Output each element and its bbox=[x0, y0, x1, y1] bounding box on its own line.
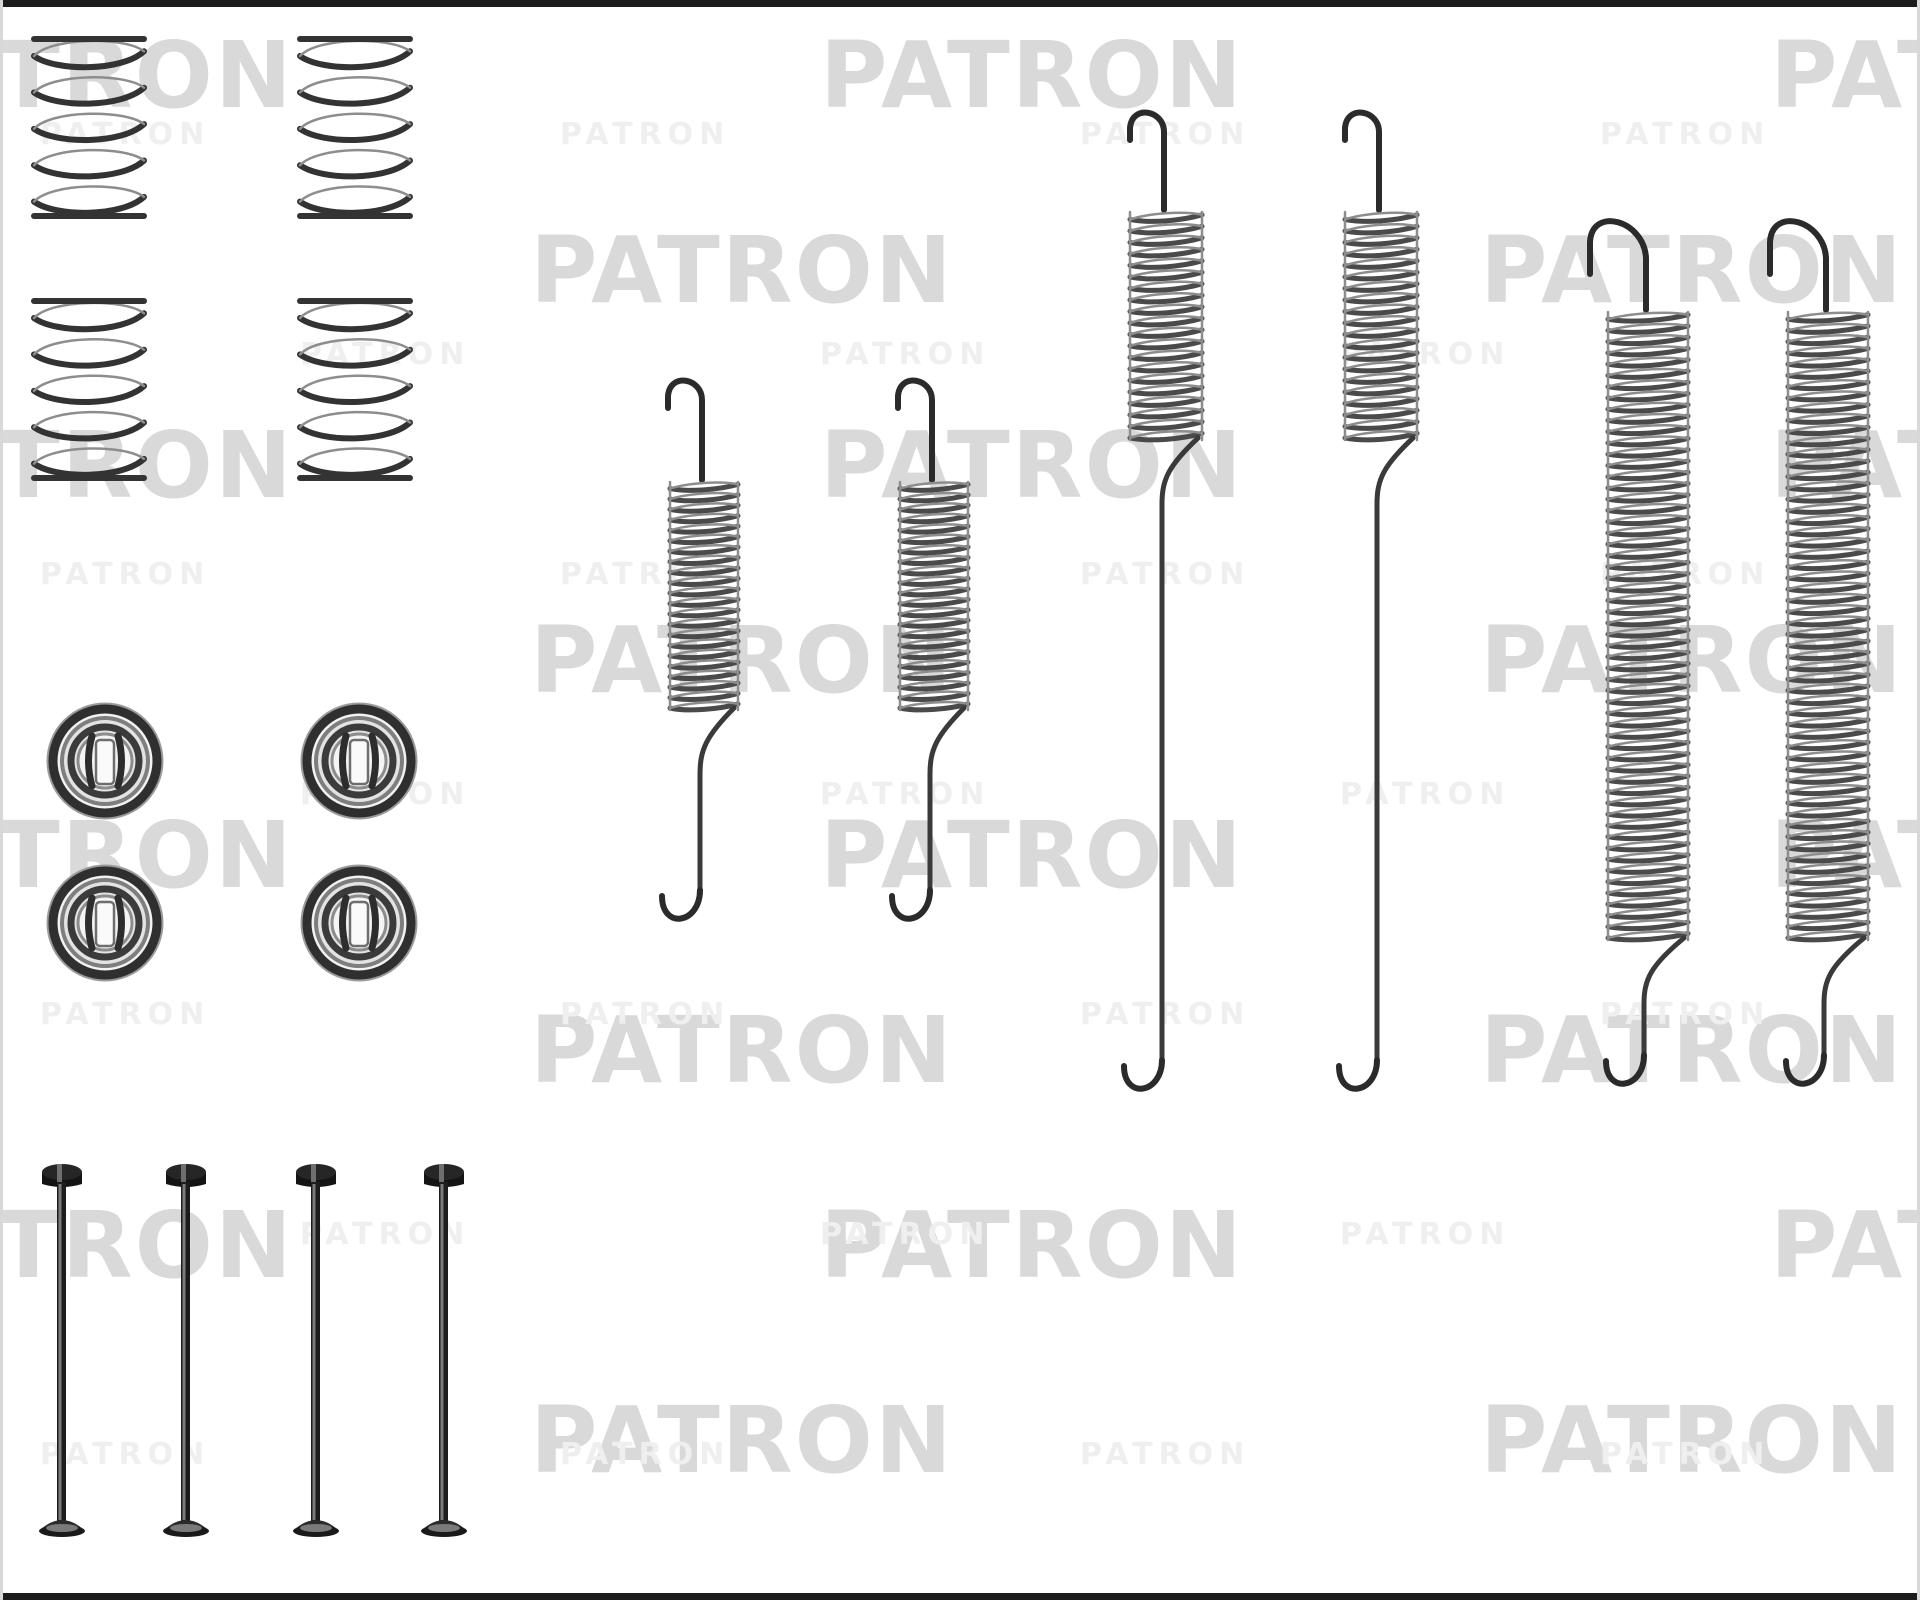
frame-line-left bbox=[0, 0, 3, 1600]
compression-spring bbox=[288, 26, 423, 226]
retainer-cup-washer bbox=[44, 862, 166, 984]
hold-down-pin bbox=[28, 1158, 96, 1553]
hold-down-pin bbox=[282, 1158, 350, 1553]
compression-spring bbox=[22, 26, 157, 226]
frame-line-bottom bbox=[0, 1593, 1920, 1600]
return-spring-long bbox=[1720, 210, 1890, 1210]
frame-line-right bbox=[1917, 0, 1920, 1600]
return-spring-short bbox=[628, 360, 758, 1000]
retainer-cup-washer bbox=[298, 862, 420, 984]
compression-spring bbox=[288, 288, 423, 488]
return-spring-short bbox=[858, 360, 988, 1000]
return-spring-long bbox=[1540, 210, 1710, 1210]
retainer-cup-washer bbox=[298, 700, 420, 822]
hold-down-pin bbox=[410, 1158, 478, 1553]
return-spring-medium bbox=[1080, 100, 1225, 1210]
hold-down-pin bbox=[152, 1158, 220, 1553]
compression-spring bbox=[22, 288, 157, 488]
retainer-cup-washer bbox=[44, 700, 166, 822]
return-spring-medium bbox=[1295, 100, 1440, 1210]
frame-line-top bbox=[0, 0, 1920, 7]
